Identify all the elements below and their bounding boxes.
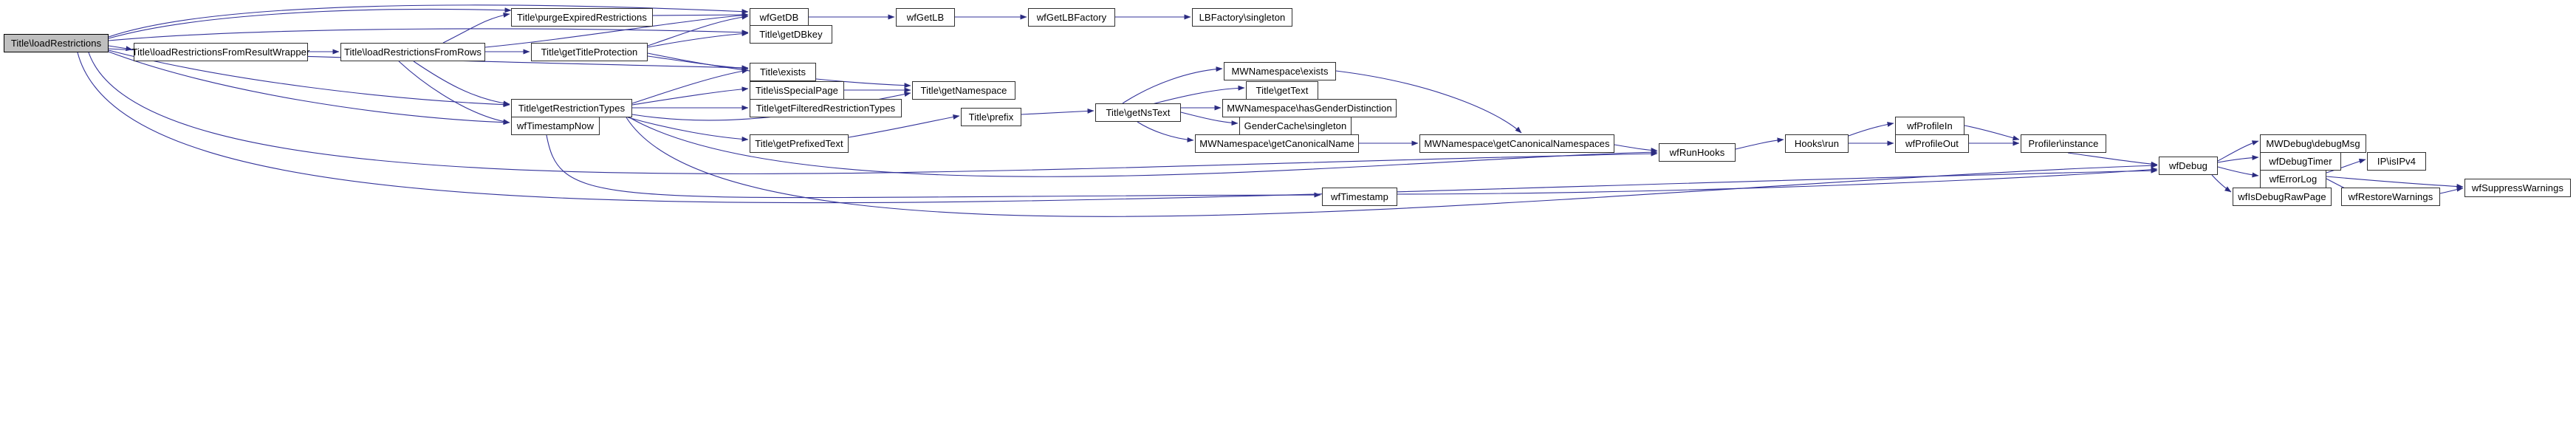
graph-edge-n13-to-n24 bbox=[627, 117, 749, 142]
graph-node-n36[interactable]: wfIsDebugRawPage bbox=[2233, 188, 2332, 206]
graph-node-n11[interactable]: Title\isSpecialPage bbox=[750, 81, 844, 100]
graph-edge-n26-to-n27 bbox=[1848, 121, 1894, 137]
graph-node-n18[interactable]: Title\getText bbox=[1246, 81, 1318, 100]
graph-node-n7[interactable]: LBFactory\singleton bbox=[1192, 8, 1292, 27]
graph-node-n1[interactable]: Title\loadRestrictionsFromResultWrapper bbox=[132, 43, 309, 61]
graph-edge-n24-to-n15 bbox=[848, 114, 960, 138]
graph-node-n13[interactable]: Title\getRestrictionTypes bbox=[511, 99, 632, 117]
graph-edge-n30-to-n32 bbox=[2217, 155, 2259, 163]
graph-edge-n2-to-n3 bbox=[442, 12, 510, 44]
graph-node-n32[interactable]: wfDebugTimer bbox=[2260, 152, 2341, 171]
graph-node-n23[interactable]: wfTimestampNow bbox=[511, 117, 600, 135]
graph-node-n22[interactable]: MWNamespace\getCanonicalNamespaces bbox=[1419, 134, 1614, 153]
graph-edge-n30-to-n33 bbox=[2217, 166, 2259, 178]
graph-edge-n22-to-n25 bbox=[1614, 144, 1658, 154]
graph-edge-n37-to-n35 bbox=[2439, 186, 2464, 194]
graph-node-n16[interactable]: Title\getNsText bbox=[1095, 103, 1181, 122]
graph-node-n24[interactable]: Title\getPrefixedText bbox=[750, 134, 849, 153]
graph-node-n8[interactable]: Title\getDBkey bbox=[750, 25, 832, 44]
graph-edge-n15-to-n16 bbox=[1021, 108, 1095, 115]
graph-edge-n0-to-n30 bbox=[77, 52, 2158, 204]
graph-node-n19[interactable]: MWNamespace\hasGenderDistinction bbox=[1222, 99, 1397, 117]
graph-node-n15[interactable]: Title\prefix bbox=[961, 108, 1021, 126]
graph-edge-n13-to-n11 bbox=[631, 86, 749, 106]
graph-edge-n3-to-n4 bbox=[652, 12, 749, 18]
graph-edge-n16-to-n17 bbox=[1122, 66, 1223, 104]
graph-edge-n29-to-n30 bbox=[2067, 152, 2158, 167]
graph-node-n29[interactable]: Profiler\instance bbox=[2021, 134, 2106, 153]
graph-node-n9[interactable]: Title\getTitleProtection bbox=[531, 43, 648, 61]
graph-edge-n2-to-n23 bbox=[398, 61, 510, 125]
graph-edge-n25-to-n26 bbox=[1735, 137, 1784, 150]
graph-node-n25[interactable]: wfRunHooks bbox=[1659, 143, 1736, 162]
graph-node-n27[interactable]: wfProfileIn bbox=[1895, 117, 1964, 135]
graph-node-n34[interactable]: IP\isIPv4 bbox=[2367, 152, 2426, 171]
graph-node-n28[interactable]: wfProfileOut bbox=[1895, 134, 1969, 153]
graph-node-n14[interactable]: Title\getFilteredRestrictionTypes bbox=[750, 99, 902, 117]
graph-edge-n2-to-n13 bbox=[413, 61, 510, 106]
graph-edge-n27-to-n29 bbox=[1964, 125, 2020, 141]
graph-edge-n38-to-n30 bbox=[1397, 167, 2158, 195]
graph-edge-n13-to-n10 bbox=[631, 68, 749, 104]
graph-node-n33[interactable]: wfErrorLog bbox=[2260, 170, 2326, 188]
graph-edge-n9-to-n8 bbox=[647, 31, 749, 48]
graph-edge-n30-to-n31 bbox=[2217, 140, 2259, 162]
graph-node-n30[interactable]: wfDebug bbox=[2159, 157, 2218, 175]
graph-node-n4[interactable]: wfGetDB bbox=[750, 8, 809, 27]
graph-edge-n0-to-n1 bbox=[108, 45, 133, 52]
graph-node-n12[interactable]: Title\getNamespace bbox=[912, 81, 1015, 100]
graph-edge-n0-to-n23 bbox=[108, 51, 510, 126]
graph-edge-n9-to-n4 bbox=[647, 14, 749, 47]
graph-edge-n0-to-n3 bbox=[108, 7, 512, 39]
graph-node-n0[interactable]: Title\loadRestrictions bbox=[4, 34, 109, 52]
graph-edge-n16-to-n21 bbox=[1137, 121, 1194, 142]
graph-edge-n33-to-n35 bbox=[2326, 176, 2464, 190]
graph-node-n20[interactable]: GenderCache\singleton bbox=[1239, 117, 1352, 135]
graph-node-n17[interactable]: MWNamespace\exists bbox=[1224, 62, 1336, 80]
graph-edge-n0-to-n8 bbox=[108, 28, 749, 41]
graph-node-n21[interactable]: MWNamespace\getCanonicalName bbox=[1195, 134, 1359, 153]
graph-edge-n30-to-n36 bbox=[2211, 174, 2232, 193]
graph-node-n26[interactable]: Hooks\run bbox=[1785, 134, 1849, 153]
graph-node-n10[interactable]: Title\exists bbox=[750, 63, 816, 81]
graph-node-n38[interactable]: wfTimestamp bbox=[1322, 188, 1397, 206]
graph-node-n2[interactable]: Title\loadRestrictionsFromRows bbox=[340, 43, 485, 61]
graph-node-n5[interactable]: wfGetLB bbox=[896, 8, 955, 27]
graph-node-n31[interactable]: MWDebug\debugMsg bbox=[2260, 134, 2366, 153]
graph-edge-n9-to-n10 bbox=[647, 55, 749, 71]
graph-node-n35[interactable]: wfSuppressWarnings bbox=[2464, 179, 2571, 197]
graph-node-n37[interactable]: wfRestoreWarnings bbox=[2341, 188, 2440, 206]
graph-node-n3[interactable]: Title\purgeExpiredRestrictions bbox=[511, 8, 653, 27]
graph-node-n6[interactable]: wfGetLBFactory bbox=[1028, 8, 1115, 27]
